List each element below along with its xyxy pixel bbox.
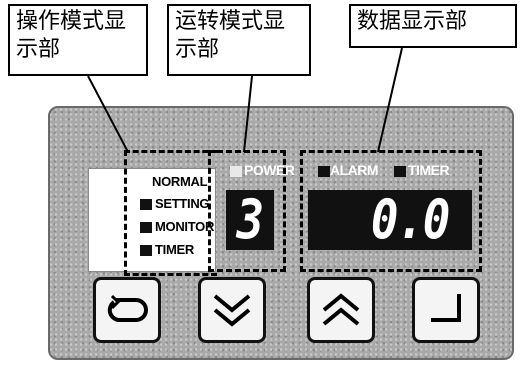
callout-text-line2: 示部	[16, 37, 61, 62]
callout-text-line1: 数据显示部	[357, 9, 468, 34]
power-led	[230, 166, 242, 177]
mode-timer-label: TIMER	[155, 242, 194, 257]
callout-run-mode-display: 运转模式显 示部	[167, 4, 311, 76]
data-display-dashed-frame	[300, 150, 482, 272]
run-mode-digit: 3	[236, 188, 265, 251]
mode-normal-label: NORMAL	[152, 174, 208, 189]
mode-timer-led	[140, 245, 152, 256]
data-display: 0.0	[308, 190, 472, 250]
operation-mode-panel	[88, 168, 216, 272]
callout-text-line1: 运转模式显	[175, 9, 286, 34]
double-chevron-up-icon	[322, 293, 360, 326]
data-display-value: 0.0	[370, 188, 451, 251]
callout-text-line2: 示部	[175, 37, 220, 62]
timer-indicator-label: TIMER	[408, 162, 450, 178]
up-button[interactable]	[307, 277, 375, 343]
callout-operation-mode-display: 操作模式显 示部	[8, 4, 148, 76]
loop-arrow-icon	[107, 294, 148, 322]
mode-monitor-led	[140, 222, 152, 233]
operation-mode-dashed-frame	[124, 150, 217, 276]
run-mode-dashed-frame	[208, 150, 286, 272]
mode-setting-led	[140, 199, 152, 210]
down-button[interactable]	[198, 277, 266, 343]
callout-text-line1: 操作模式显	[16, 9, 127, 34]
enter-return-icon	[431, 294, 461, 322]
timer-led	[394, 166, 406, 177]
return-button[interactable]	[93, 277, 161, 343]
alarm-led	[318, 166, 330, 177]
run-mode-display: 3	[226, 190, 274, 250]
mode-setting-label: SETTING	[155, 196, 210, 211]
mode-monitor-label: MONITOR	[155, 219, 215, 234]
double-chevron-down-icon	[213, 294, 251, 327]
power-indicator-label: POWER	[244, 162, 295, 178]
callout-data-display: 数据显示部	[349, 4, 517, 48]
alarm-indicator-label: ALARM	[330, 162, 379, 178]
enter-button[interactable]	[412, 277, 480, 343]
